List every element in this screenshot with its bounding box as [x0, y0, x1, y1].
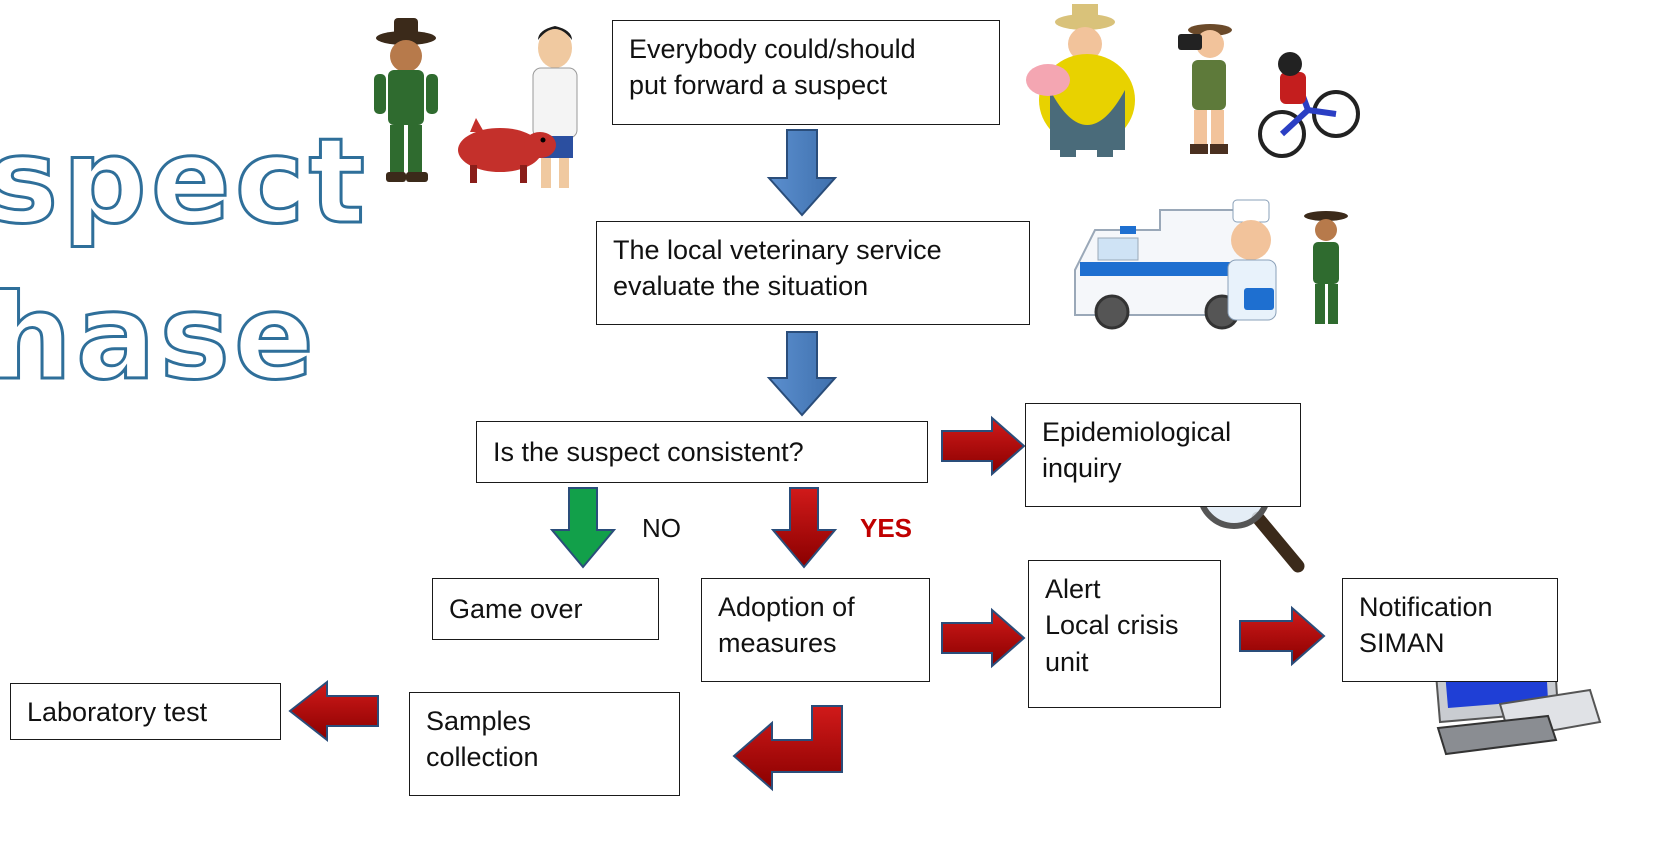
- farmer-with-pig-illustration: [1026, 4, 1135, 157]
- node-notification-line-1: Notification: [1359, 592, 1493, 622]
- node-suspect-line-2: put forward a suspect: [629, 70, 888, 101]
- arrow-right-to-notification: [1239, 605, 1326, 667]
- node-laboratory: Laboratory test: [10, 683, 281, 740]
- node-consistent: Is the suspect consistent?: [476, 421, 928, 483]
- node-laboratory-line-1: Laboratory test: [27, 697, 208, 727]
- node-alert: Alert Local crisis unit: [1028, 560, 1221, 708]
- arrow-down-evaluate-to-consistent: [766, 331, 838, 417]
- node-inquiry-line-1: Epidemiological: [1042, 417, 1232, 447]
- node-evaluate-line-1: The local veterinary service: [613, 235, 942, 265]
- node-evaluate-line-2: evaluate the situation: [613, 271, 869, 302]
- branch-yes-label: YES: [860, 513, 913, 543]
- veterinarian-illustration: [532, 26, 578, 188]
- node-notification-line-2: SIMAN: [1359, 628, 1445, 659]
- node-suspect-line-1: Everybody could/should: [629, 34, 916, 64]
- ambulance-illustration: [1074, 209, 1251, 330]
- doctor-illustration: [1227, 199, 1277, 321]
- arrow-down-yes: [770, 487, 838, 569]
- node-consistent-line-1: Is the suspect consistent?: [493, 437, 804, 467]
- arrow-bent-to-samples: [732, 705, 843, 792]
- branch-no-label: NO: [642, 513, 681, 543]
- node-samples: Samples collection: [409, 692, 680, 796]
- node-adoption-line-2: measures: [718, 628, 837, 659]
- node-samples-line-2: collection: [426, 742, 539, 773]
- ranger-illustration: [374, 18, 438, 182]
- node-game-over-line-1: Game over: [449, 594, 583, 624]
- node-game-over: Game over: [432, 578, 659, 640]
- node-adoption-line-1: Adoption of: [718, 592, 855, 622]
- node-alert-line-2: Local crisis: [1045, 610, 1179, 641]
- photographer-illustration: [1178, 24, 1232, 154]
- wild-boar-illustration: [458, 118, 556, 183]
- title-line-1: spect: [0, 111, 370, 252]
- title-line-2: hase: [0, 267, 318, 408]
- arrow-right-to-inquiry: [941, 415, 1026, 477]
- arrow-right-to-alert: [941, 607, 1026, 669]
- node-samples-line-1: Samples: [426, 706, 532, 736]
- arrow-down-no: [549, 487, 617, 569]
- node-suspect: Everybody could/should put forward a sus…: [612, 20, 1000, 125]
- node-adoption: Adoption of measures: [701, 578, 930, 682]
- cyclist-illustration: [1258, 52, 1360, 158]
- ranger-small-illustration: [1304, 211, 1348, 324]
- node-inquiry-line-2: inquiry: [1042, 453, 1122, 484]
- node-evaluate: The local veterinary service evaluate th…: [596, 221, 1030, 325]
- arrow-down-suspect-to-evaluate: [766, 129, 838, 217]
- node-notification: Notification SIMAN: [1342, 578, 1558, 682]
- node-alert-line-1: Alert: [1045, 574, 1101, 604]
- node-alert-line-3: unit: [1045, 646, 1089, 677]
- arrow-left-to-laboratory: [288, 679, 379, 743]
- node-inquiry: Epidemiological inquiry: [1025, 403, 1301, 507]
